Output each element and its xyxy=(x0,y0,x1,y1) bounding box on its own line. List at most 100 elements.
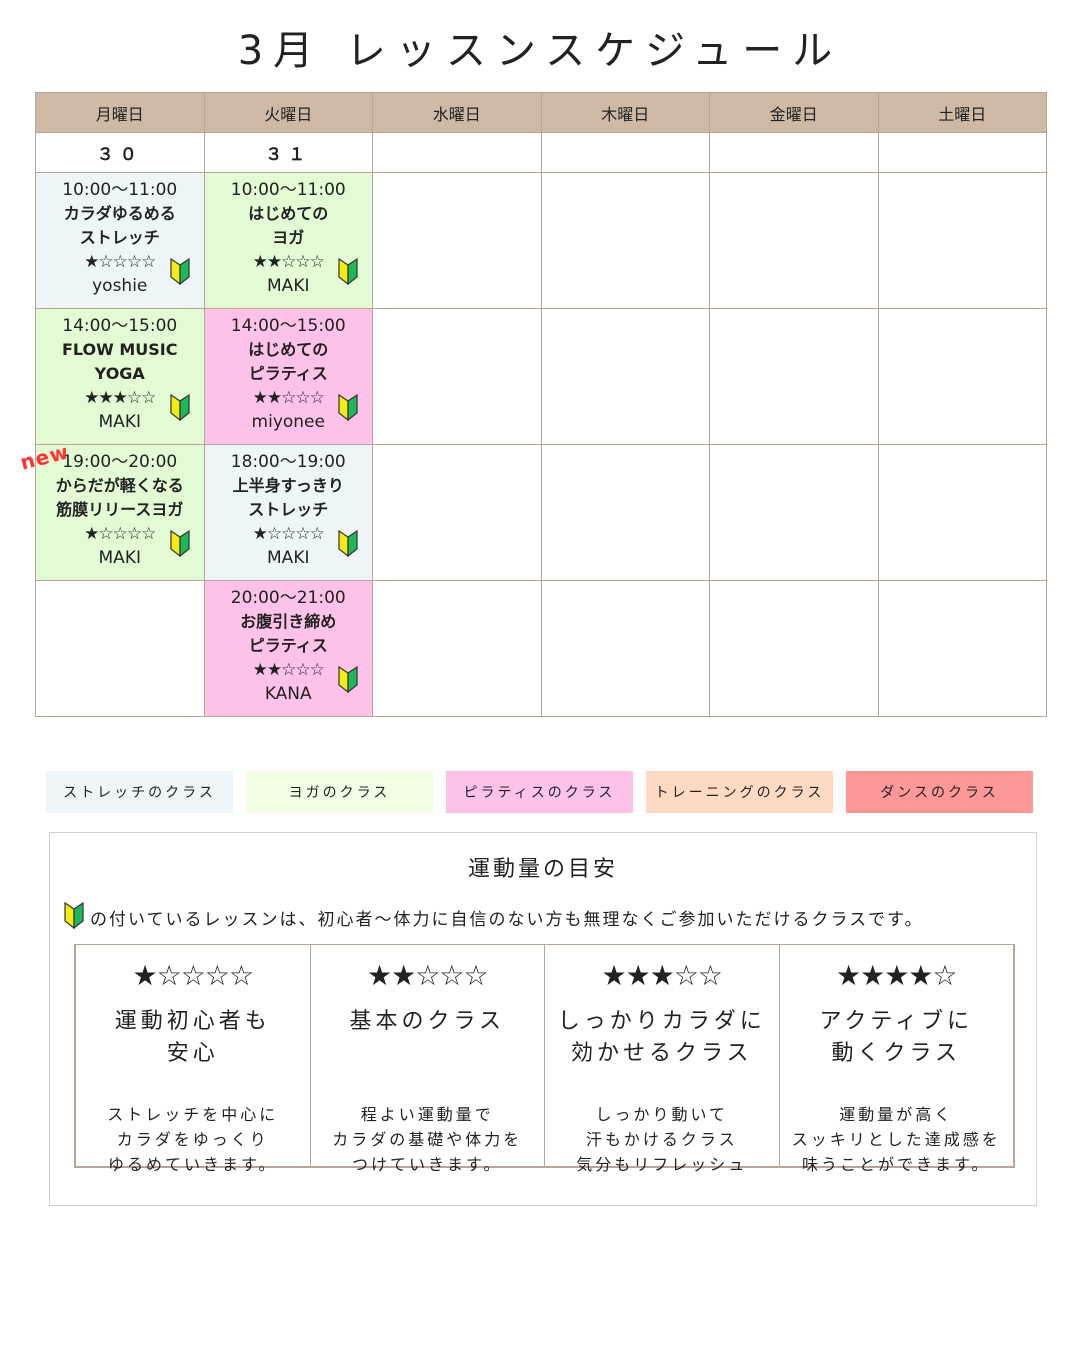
schedule-cell xyxy=(709,308,879,445)
date-cell: ３０ xyxy=(35,132,205,173)
schedule-cell xyxy=(372,172,542,309)
schedule-cell xyxy=(540,308,710,445)
lesson-teacher: MAKI xyxy=(267,276,310,296)
level-stars: ★★★★☆ xyxy=(835,959,958,992)
schedule-cell xyxy=(35,580,205,717)
schedule-cell xyxy=(372,580,542,717)
class-legend: ストレッチのクラスヨガのクラスピラティスのクラストレーニングのクラスダンスのクラ… xyxy=(46,771,1033,813)
schedule-cell xyxy=(540,580,710,717)
lesson-cell: 20:00〜21:00 お腹引き締めピラティス ★★☆☆☆ KANA xyxy=(203,580,373,717)
date-cell: ３１ xyxy=(203,132,373,173)
lesson-name: YOGA xyxy=(94,364,145,383)
lesson-name: 筋膜リリースヨガ xyxy=(56,500,184,519)
intensity-levels: ★☆☆☆☆ 運動初心者も 安心ストレッチを中心に カラダをゆっくり ゆるめていきま… xyxy=(74,944,1015,1174)
lesson-time: 19:00〜20:00 xyxy=(62,452,178,472)
date-cell xyxy=(540,132,710,173)
legend-stretch: ストレッチのクラス xyxy=(46,771,233,813)
level-stars: ★★★☆☆ xyxy=(601,959,723,992)
level-title: 運動初心者も 安心 xyxy=(114,1009,271,1066)
lesson-teacher: MAKI xyxy=(267,548,310,568)
schedule-cell xyxy=(877,580,1047,717)
beginner-mark-icon xyxy=(338,257,358,286)
schedule-cell xyxy=(540,444,710,581)
schedule-cell xyxy=(877,172,1047,309)
beginner-mark-icon xyxy=(338,665,358,694)
day-header: 木曜日 xyxy=(540,92,710,133)
legend-yoga_legend: ヨガのクラス xyxy=(246,771,433,813)
level-description: ストレッチを中心に カラダをゆっくり ゆるめていきます。 xyxy=(107,1105,279,1174)
lesson-stars: ★★★☆☆ xyxy=(84,388,156,408)
schedule-cell xyxy=(709,580,879,717)
beginner-mark-icon xyxy=(338,529,358,558)
level-title: しっかりカラダに 効かせるクラス xyxy=(557,1009,766,1066)
lesson-name: ストレッチ xyxy=(79,228,160,247)
beginner-mark-icon xyxy=(169,529,190,558)
lesson-name: からだが軽くなる xyxy=(55,476,184,495)
schedule-cell xyxy=(877,308,1047,445)
lesson-name: はじめての xyxy=(248,340,329,359)
lesson-time: 20:00〜21:00 xyxy=(230,588,346,608)
lesson-name: FLOW MUSIC xyxy=(61,340,178,359)
level-description: 程よい運動量で カラダの基礎や体力を つけていきます。 xyxy=(332,1105,523,1174)
date-cell xyxy=(372,132,542,173)
lesson-teacher: yoshie xyxy=(92,276,148,296)
lesson-stars: ★☆☆☆☆ xyxy=(252,524,325,544)
lesson-time: 10:00〜11:00 xyxy=(62,180,178,200)
schedule-cell xyxy=(709,444,879,581)
lesson-teacher: KANA xyxy=(264,684,312,704)
day-header: 月曜日 xyxy=(35,92,205,133)
intensity-level: ★★☆☆☆基本のクラス程よい運動量で カラダの基礎や体力を つけていきます。 xyxy=(311,945,545,1174)
lesson-time: 10:00〜11:00 xyxy=(230,180,346,200)
beginner-note-text: の付いているレッスンは、初心者〜体力に自信のない方も無理なくご参加いただけるクラ… xyxy=(90,910,924,930)
legend-pilates: ピラティスのクラス xyxy=(446,771,633,813)
intensity-level: ★★★★☆ アクティブに 動くクラス運動量が高く スッキリとした達成感を 味うこと… xyxy=(780,945,1014,1174)
day-header: 水曜日 xyxy=(372,92,542,133)
page-title: 3月 レッスンスケジュール xyxy=(237,28,843,74)
day-header: 土曜日 xyxy=(877,92,1047,133)
lesson-teacher: MAKI xyxy=(98,412,141,432)
schedule-cell xyxy=(709,172,879,309)
lesson-time: 18:00〜19:00 xyxy=(230,452,346,472)
lesson-name: お腹引き締め xyxy=(240,612,337,631)
lesson-name: 上半身すっきり xyxy=(232,476,344,495)
lesson-name: ピラティス xyxy=(248,364,328,383)
beginner-mark-icon xyxy=(338,393,358,422)
level-title: アクティブに 動くクラス xyxy=(819,1009,974,1066)
lesson-stars: ★☆☆☆☆ xyxy=(84,252,156,272)
intensity-level: ★☆☆☆☆ 運動初心者も 安心ストレッチを中心に カラダをゆっくり ゆるめていきま… xyxy=(76,945,311,1174)
date-cell xyxy=(877,132,1047,173)
lesson-stars: ★★☆☆☆ xyxy=(252,660,325,680)
level-description: 運動量が高く スッキリとした達成感を 味うことができます。 xyxy=(791,1105,1001,1174)
schedule-cell xyxy=(372,444,542,581)
lesson-name: はじめての xyxy=(248,204,329,223)
level-stars: ★★☆☆☆ xyxy=(366,959,489,992)
day-header: 火曜日 xyxy=(203,92,373,133)
lesson-stars: ★☆☆☆☆ xyxy=(84,524,156,544)
lesson-name: ピラティス xyxy=(248,636,328,655)
lesson-teacher: MAKI xyxy=(98,548,141,568)
schedule-cell xyxy=(877,444,1047,581)
beginner-mark-icon xyxy=(169,393,190,422)
level-stars: ★☆☆☆☆ xyxy=(132,959,254,992)
lesson-name: ストレッチ xyxy=(248,500,329,519)
beginner-mark-icon xyxy=(169,257,190,286)
date-cell xyxy=(709,132,879,173)
day-header: 金曜日 xyxy=(709,92,879,133)
level-description: しっかり動いて 汗もかけるクラス 気分もリフレッシュ xyxy=(576,1105,748,1174)
lesson-time: 14:00〜15:00 xyxy=(230,316,346,336)
intensity-guide: 運動量の目安 の付いているレッスンは、初心者〜体力に自信のない方も無理なくご参加… xyxy=(49,832,1037,1206)
lesson-stars: ★★☆☆☆ xyxy=(252,252,325,272)
lesson-cell: 18:00〜19:00 上半身すっきりストレッチ ★☆☆☆☆ MAKI xyxy=(203,444,373,581)
guide-title: 運動量の目安 xyxy=(467,857,618,882)
lesson-time: 14:00〜15:00 xyxy=(62,316,178,336)
schedule-cell xyxy=(540,172,710,309)
lesson-stars: ★★☆☆☆ xyxy=(252,388,325,408)
beginner-mark-icon xyxy=(64,901,90,934)
beginner-note: の付いているレッスンは、初心者〜体力に自信のない方も無理なくご参加いただけるクラ… xyxy=(64,901,1036,934)
